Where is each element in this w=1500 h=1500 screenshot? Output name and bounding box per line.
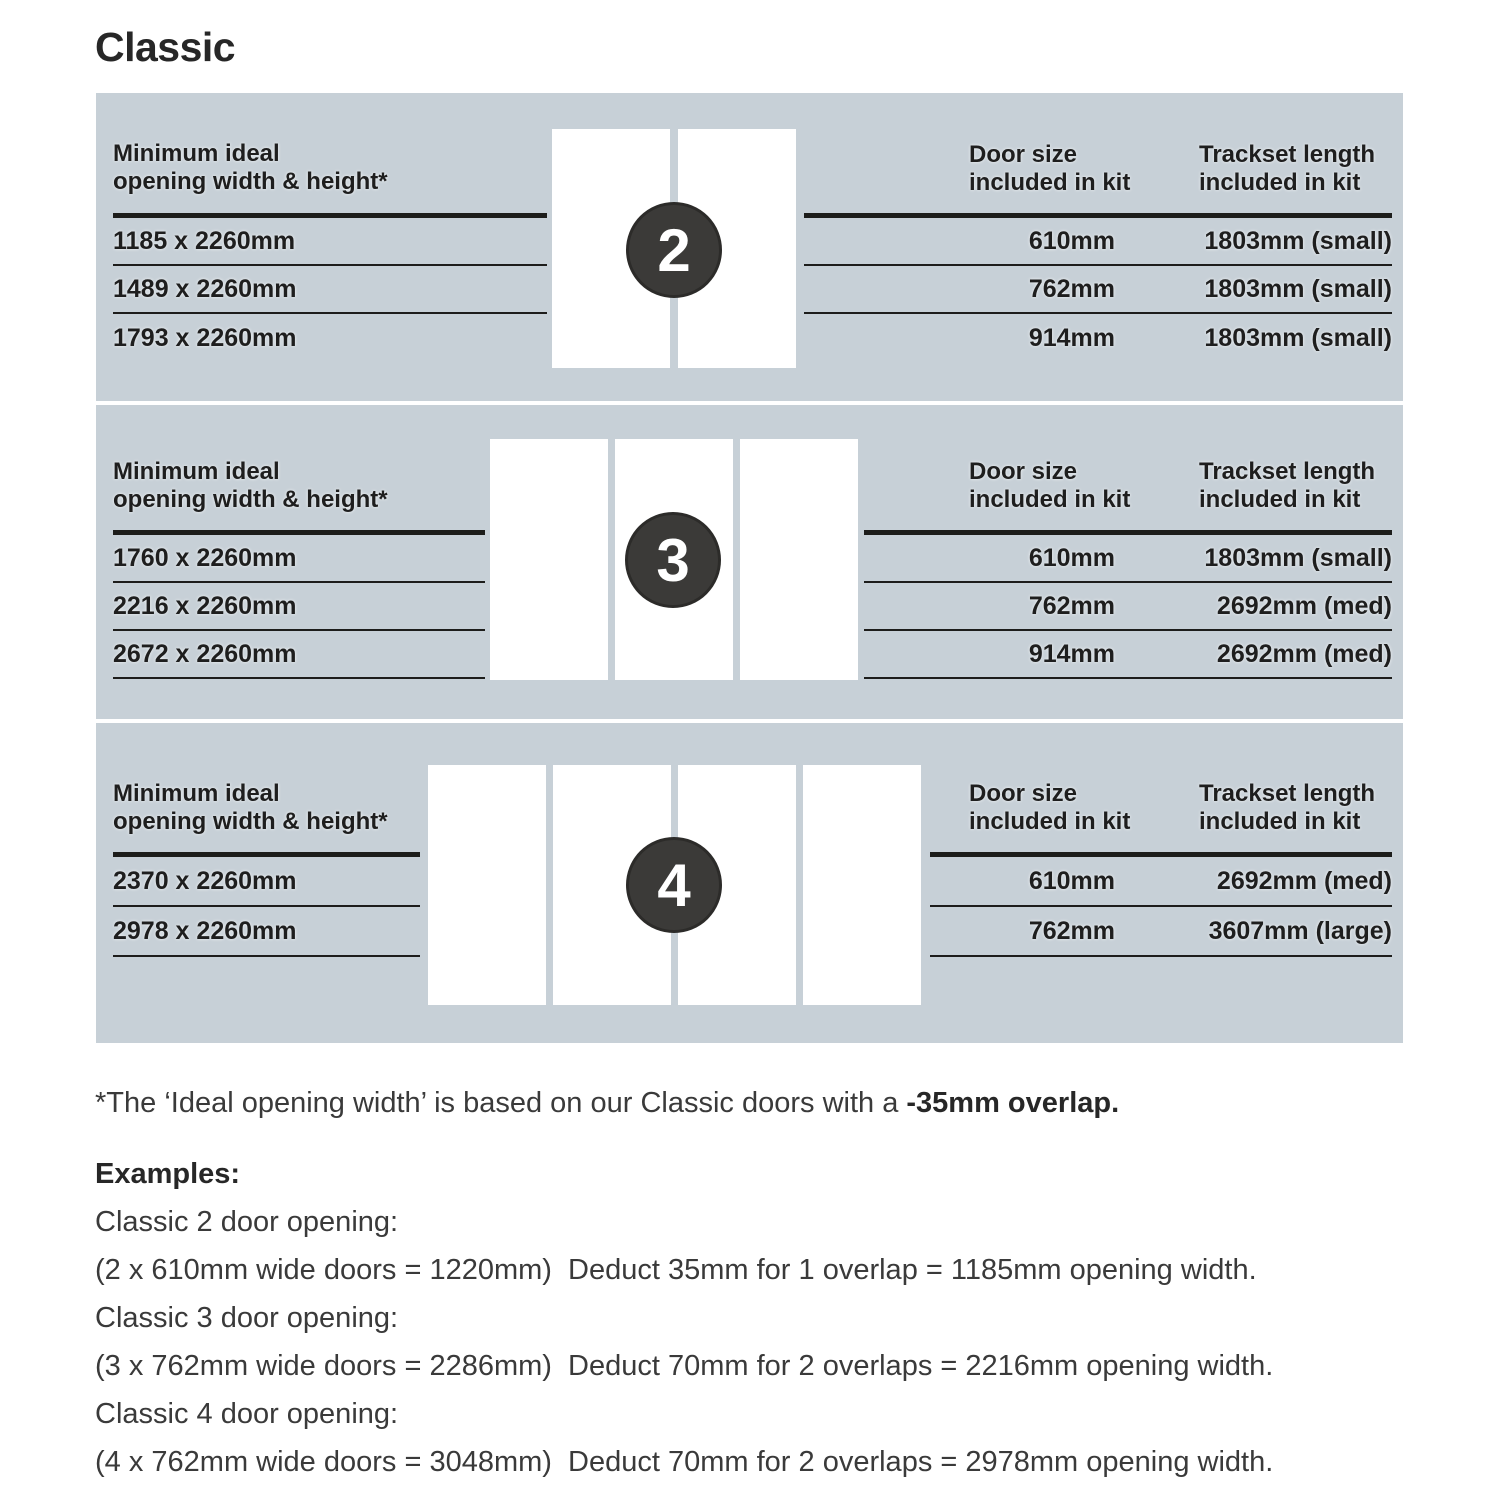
trackset-value: 1803mm (small): [1204, 226, 1392, 255]
spec-panel: Minimum ideal opening width & height* 11…: [96, 93, 1403, 1043]
kit-row: 610mm 2692mm (med): [930, 857, 1392, 907]
door-size-value: 762mm: [1028, 591, 1115, 620]
trackset-value: 1803mm (small): [1204, 274, 1392, 303]
classic-2-door-section: Minimum ideal opening width & height* 11…: [96, 93, 1403, 401]
header-line: included in kit: [1199, 169, 1361, 196]
min-opening-row: 1760 x 2260mm: [113, 535, 485, 583]
door-size-header: Door size included in kit: [969, 458, 1130, 514]
header-line: opening width & height*: [113, 486, 388, 513]
door-size-value: 762mm: [1028, 916, 1115, 945]
header-line: Trackset length: [1199, 780, 1376, 807]
trackset-header: Trackset length included in kit: [1199, 780, 1375, 836]
trackset-value: 2692mm (med): [1216, 639, 1392, 668]
kit-row: 610mm 1803mm (small): [804, 218, 1392, 266]
kit-row: 762mm 1803mm (small): [804, 266, 1392, 314]
header-line: included in kit: [969, 169, 1131, 196]
min-opening-table-3door: Minimum ideal opening width & height* 17…: [113, 405, 485, 679]
example-line: Classic 2 door opening:: [95, 1206, 399, 1238]
kit-table-4door: Door size included in kit Trackset lengt…: [930, 723, 1392, 957]
min-opening-row: 1185 x 2260mm: [113, 218, 547, 266]
header-line: included in kit: [1199, 486, 1361, 513]
door-count-badge: 3: [625, 512, 721, 608]
kit-row: 914mm 2692mm (med): [864, 631, 1392, 679]
door-size-value: 610mm: [1028, 543, 1115, 572]
min-opening-header: Minimum ideal opening width & height*: [113, 405, 485, 535]
header-line: Trackset length: [1199, 458, 1376, 485]
header-line: Door size: [969, 780, 1078, 807]
header-line: Minimum ideal: [113, 458, 280, 485]
kit-table-header: Door size included in kit Trackset lengt…: [930, 723, 1392, 857]
door-illustration-4: [428, 765, 921, 1005]
section-divider: [96, 719, 1403, 723]
classic-4-door-section: Minimum ideal opening width & height* 23…: [96, 723, 1403, 1043]
header-line: Minimum ideal: [113, 140, 280, 167]
kit-table-3door: Door size included in kit Trackset lengt…: [864, 405, 1392, 679]
door-size-value: 610mm: [1028, 866, 1115, 895]
kit-row: 610mm 1803mm (small): [864, 535, 1392, 583]
header-line: included in kit: [969, 486, 1131, 513]
footnote-bold-text: -35mm overlap.: [906, 1087, 1120, 1119]
min-opening-table-4door: Minimum ideal opening width & height* 23…: [113, 723, 420, 957]
trackset-value: 1803mm (small): [1204, 323, 1392, 352]
header-line: opening width & height*: [113, 808, 388, 835]
door-count-badge: 2: [626, 202, 722, 298]
trackset-header: Trackset length included in kit: [1199, 458, 1375, 514]
example-line: Classic 4 door opening:: [95, 1398, 399, 1430]
classic-3-door-section: Minimum ideal opening width & height* 17…: [96, 405, 1403, 719]
door-panel: [803, 765, 921, 1005]
door-size-value: 762mm: [1028, 274, 1115, 303]
header-line: included in kit: [1199, 808, 1361, 835]
footnote-text: *The ‘Ideal opening width’ is based on o…: [95, 1087, 907, 1119]
min-opening-row: 2370 x 2260mm: [113, 857, 420, 907]
header-line: Door size: [969, 458, 1078, 485]
kit-table-header: Door size included in kit Trackset lengt…: [864, 405, 1392, 535]
example-line: (2 x 610mm wide doors = 1220mm) Deduct 3…: [95, 1254, 1257, 1286]
kit-row: 762mm 3607mm (large): [930, 907, 1392, 957]
kit-table-2door: Door size included in kit Trackset lengt…: [804, 93, 1392, 362]
trackset-value: 2692mm (med): [1216, 866, 1392, 895]
min-opening-row: 2672 x 2260mm: [113, 631, 485, 679]
trackset-value: 3607mm (large): [1208, 916, 1392, 945]
door-panel: [740, 439, 858, 680]
kit-row: 762mm 2692mm (med): [864, 583, 1392, 631]
kit-row: 914mm 1803mm (small): [804, 314, 1392, 362]
header-line: Trackset length: [1199, 141, 1376, 168]
example-line: (3 x 762mm wide doors = 2286mm) Deduct 7…: [95, 1350, 1274, 1382]
header-line: Minimum ideal: [113, 780, 280, 807]
door-size-value: 914mm: [1028, 639, 1115, 668]
examples-list: Classic 2 door opening: (2 x 610mm wide …: [95, 1198, 1273, 1486]
page-title: Classic: [95, 24, 236, 70]
min-opening-row: 1489 x 2260mm: [113, 266, 547, 314]
min-opening-table-2door: Minimum ideal opening width & height* 11…: [113, 93, 547, 362]
footnote: *The ‘Ideal opening width’ is based on o…: [95, 1087, 1119, 1120]
trackset-value: 1803mm (small): [1204, 543, 1392, 572]
trackset-header: Trackset length included in kit: [1199, 141, 1375, 197]
door-size-header: Door size included in kit: [969, 141, 1130, 197]
example-line: Classic 3 door opening:: [95, 1302, 399, 1334]
example-line: (4 x 762mm wide doors = 3048mm) Deduct 7…: [95, 1446, 1274, 1478]
door-panel: [490, 439, 608, 680]
min-opening-header: Minimum ideal opening width & height*: [113, 723, 420, 857]
min-opening-row: 1793 x 2260mm: [113, 323, 297, 352]
min-opening-row: 2978 x 2260mm: [113, 907, 420, 957]
door-size-value: 914mm: [1028, 323, 1115, 352]
door-count-badge: 4: [626, 837, 722, 933]
section-divider: [96, 401, 1403, 405]
min-opening-row: 2216 x 2260mm: [113, 583, 485, 631]
kit-table-header: Door size included in kit Trackset lengt…: [804, 93, 1392, 218]
door-size-value: 610mm: [1028, 226, 1115, 255]
trackset-value: 2692mm (med): [1216, 591, 1392, 620]
min-opening-header: Minimum ideal opening width & height*: [113, 93, 547, 218]
door-panel: [428, 765, 546, 1005]
door-size-header: Door size included in kit: [969, 780, 1130, 836]
header-line: Door size: [969, 141, 1078, 168]
examples-heading: Examples:: [95, 1158, 241, 1190]
header-line: included in kit: [969, 808, 1131, 835]
header-line: opening width & height*: [113, 168, 388, 195]
